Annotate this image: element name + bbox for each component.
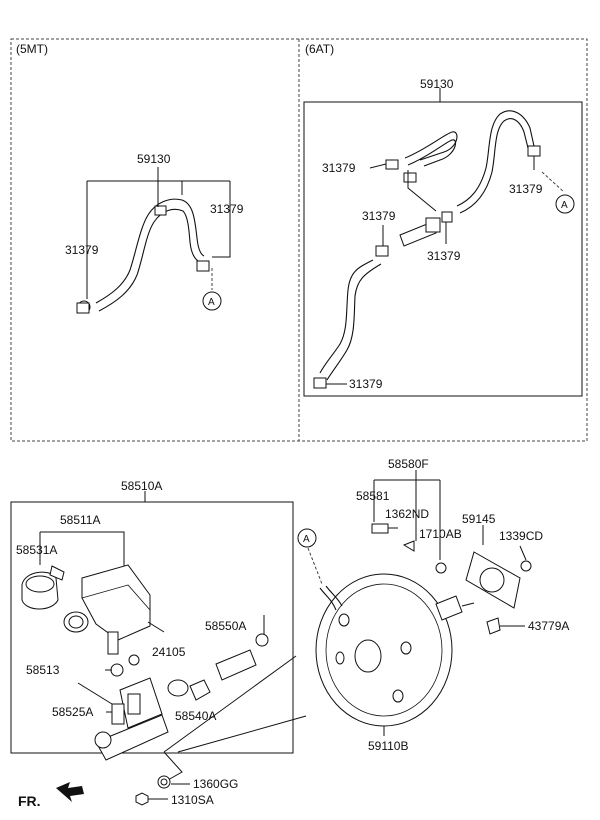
front-label: FR. (18, 793, 41, 809)
at-clamp-5-label: 31379 (349, 377, 383, 391)
at-hose-group (313, 110, 575, 389)
check-valve-label: 43779A (528, 619, 569, 633)
reservoir-label: 58511A (60, 513, 100, 527)
gasket-label: 59145 (462, 512, 496, 526)
at-inner-frame (303, 101, 583, 397)
oring-label: 24105 (152, 645, 186, 659)
booster-drawing (297, 523, 532, 736)
piston-label: 58540A (175, 709, 216, 723)
nut-1339cd-label: 1339CD (499, 529, 543, 543)
cap-label: 58531A (16, 543, 57, 557)
section-label-6at: (6AT) (305, 42, 334, 56)
at-ref-a: A (561, 200, 568, 211)
grommet-label: 58513 (26, 663, 60, 677)
mt-ref-a: A (208, 297, 215, 308)
booster-assy-label: 58580F (388, 457, 429, 471)
booster-ref-a: A (303, 534, 310, 545)
nuts-drawing (135, 751, 190, 806)
nut-1310sa-label: 1310SA (171, 793, 214, 807)
at-clamp-3-label: 31379 (362, 209, 396, 223)
at-hose-label: 59130 (420, 77, 454, 91)
front-arrow-icon (56, 782, 84, 802)
clip-1710ab-label: 1710AB (419, 527, 462, 541)
seal-kit-label: 58550A (205, 619, 246, 633)
nut-1360gg-label: 1360GG (193, 777, 238, 791)
master-cylinder-drawing (77, 615, 269, 761)
mt-clamp-left-label: 31379 (65, 243, 99, 257)
pin-label: 58525A (52, 705, 93, 719)
mt-hose-group (76, 167, 231, 314)
at-clamp-2-label: 31379 (509, 182, 543, 196)
master-cyl-assy-label: 58510A (121, 479, 162, 493)
master-cyl-frame (10, 501, 294, 754)
booster-label: 59110B (368, 739, 408, 753)
section-label-5mt: (5MT) (16, 42, 48, 56)
clevis-pin-label: 58581 (356, 489, 390, 503)
reservoir-drawing (21, 531, 165, 655)
mt-clamp-right-label: 31379 (210, 202, 244, 216)
mt-hose-label: 59130 (137, 152, 171, 166)
at-clamp-4-label: 31379 (427, 249, 461, 263)
clip-1362nd-label: 1362ND (385, 507, 429, 521)
at-clamp-1-label: 31379 (322, 161, 356, 175)
